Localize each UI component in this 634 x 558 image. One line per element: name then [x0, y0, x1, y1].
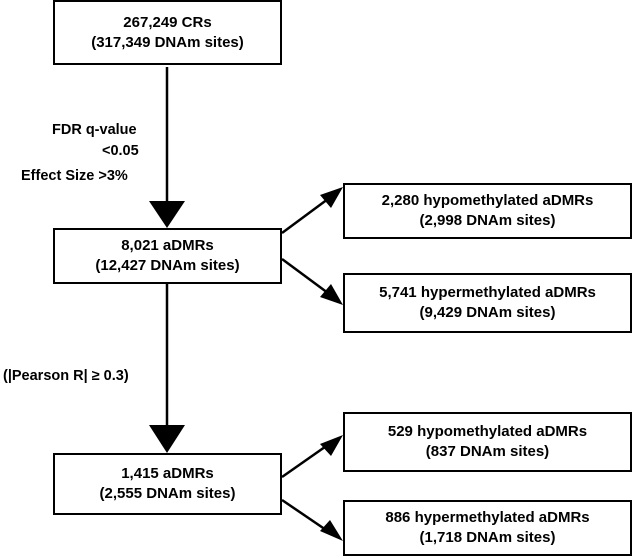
box-correlated-admrs: 1,415 aDMRs (2,555 DNAm sites) [53, 453, 282, 515]
box-total-crs-line1: 267,249 CRs [123, 13, 212, 31]
box-correlated-hypomethylated-line1: 529 hypomethylated aDMRs [387, 423, 588, 440]
box-correlated-hypermethylated-line2: (1,718 DNAm sites) [419, 529, 556, 546]
arrow-mid-to-hypo1 [281, 194, 333, 235]
box-correlated-hypermethylated: 886 hypermethylated aDMRs (1,718 DNAm si… [343, 500, 632, 556]
box-hypomethylated-admrs-line2: (2,998 DNAm sites) [419, 212, 556, 229]
arrowhead-top-to-mid [149, 201, 185, 228]
box-correlated-admrs-line2: (2,555 DNAm sites) [99, 485, 236, 502]
criterion-effect-size: Effect Size >3% [21, 168, 128, 184]
box-admrs: 8,021 aDMRs (12,427 DNAm sites) [53, 228, 282, 284]
arrowhead-hyper2 [320, 520, 343, 541]
box-correlated-hypermethylated-line1: 886 hypermethylated aDMRs [385, 509, 590, 526]
box-hypomethylated-admrs-line1: 2,280 hypomethylated aDMRs [381, 192, 594, 209]
box-hypermethylated-admrs: 5,741 hypermethylated aDMRs (9,429 DNAm … [343, 273, 632, 333]
arrowhead-hypo1 [320, 187, 343, 208]
criterion-fdr-label: FDR q-value [52, 122, 137, 138]
box-admrs-line2: (12,427 DNAm sites) [95, 257, 240, 274]
box-hypomethylated-admrs: 2,280 hypomethylated aDMRs (2,998 DNAm s… [343, 183, 632, 239]
arrow-mid-to-hyper1 [281, 257, 333, 298]
arrowhead-hypo2 [320, 435, 343, 456]
criterion-pearson: (|Pearson R| ≥ 0.3) [3, 368, 129, 384]
box-admrs-line1: 8,021 aDMRs [121, 237, 214, 254]
box-correlated-hypomethylated: 529 hypomethylated aDMRs (837 DNAm sites… [343, 412, 632, 472]
criterion-fdr-threshold: <0.05 [102, 143, 139, 159]
arrowhead-mid-to-bot [149, 425, 185, 453]
arrowhead-hyper1 [320, 284, 343, 305]
box-total-crs-line2: (317,349 DNAm sites) [91, 33, 244, 51]
box-correlated-hypomethylated-line2: (837 DNAm sites) [425, 443, 550, 460]
box-hypermethylated-admrs-line2: (9,429 DNAm sites) [419, 304, 556, 321]
box-total-crs: 267,249 CRs (317,349 DNAm sites) [53, 0, 282, 65]
box-hypermethylated-admrs-line1: 5,741 hypermethylated aDMRs [379, 284, 596, 301]
box-correlated-admrs-line1: 1,415 aDMRs [121, 465, 214, 482]
